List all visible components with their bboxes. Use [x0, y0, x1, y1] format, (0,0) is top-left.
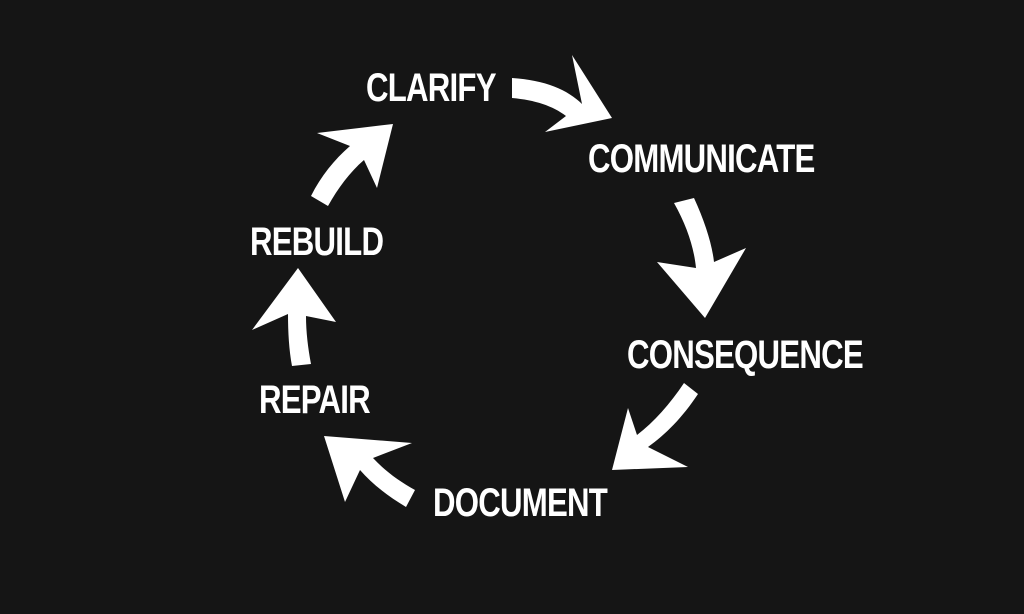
arrow-consequence-to-document	[612, 383, 698, 470]
step-communicate: COMMUNICATE	[588, 137, 815, 181]
arrow-clarify-to-communicate	[512, 55, 612, 132]
arrow-rebuild-to-clarify	[311, 124, 393, 206]
arrow-document-to-repair	[324, 436, 415, 507]
step-rebuild: REBUILD	[250, 220, 384, 264]
step-consequence: CONSEQUENCE	[627, 333, 864, 377]
step-repair: REPAIR	[259, 378, 371, 422]
arrow-communicate-to-consequence	[657, 198, 746, 318]
step-clarify: CLARIFY	[366, 66, 497, 110]
arrow-repair-to-rebuild	[252, 268, 336, 366]
step-document: DOCUMENT	[433, 481, 608, 525]
